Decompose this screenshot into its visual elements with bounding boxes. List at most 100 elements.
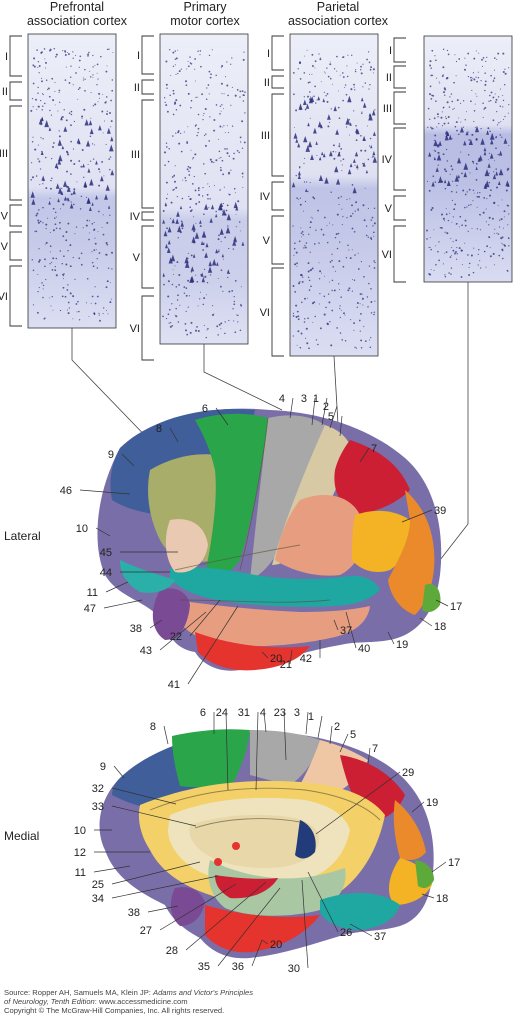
parietal-histology-panel	[289, 33, 379, 357]
neuron-soma	[233, 201, 238, 209]
neuron-dot	[206, 193, 209, 196]
neuron-dot	[37, 290, 39, 293]
neuron-soma	[329, 150, 333, 157]
neuron-dot	[333, 68, 336, 70]
neuron-dot	[374, 261, 376, 264]
neuron-dot	[73, 203, 75, 206]
neuron-soma	[483, 183, 488, 189]
neuron-dot	[243, 141, 246, 144]
neuron-dot	[226, 61, 228, 63]
neuron-dot	[475, 138, 478, 141]
neuron-dot	[62, 286, 65, 289]
neuron-dot	[332, 224, 334, 226]
neuron-dot	[464, 57, 466, 59]
medial-area-label: 5	[350, 729, 356, 741]
neuron-dot	[230, 63, 232, 65]
neuron-dot	[85, 224, 88, 227]
neuron-dot	[453, 208, 456, 211]
neuron-dot	[190, 321, 193, 324]
medial-leader	[217, 887, 281, 967]
neuron-dot	[494, 93, 496, 95]
medial-area-label: 19	[426, 797, 438, 809]
neuron-soma	[307, 122, 310, 127]
neuron-dot	[498, 122, 500, 124]
neuron-dot	[189, 206, 191, 208]
neuron-dot	[228, 155, 231, 157]
neuron-soma	[66, 186, 71, 192]
neuron-dot	[432, 94, 435, 97]
medial-area-label: 37	[374, 931, 386, 943]
neuron-dot	[48, 297, 50, 299]
neuron-dot	[182, 179, 184, 181]
neuron-dot	[85, 302, 88, 304]
layer-bracket	[141, 211, 154, 221]
neuron-soma	[334, 166, 339, 173]
neuron-dot	[244, 112, 246, 114]
neuron-dot	[224, 236, 227, 239]
layer-bracket	[393, 91, 406, 125]
neuron-dot	[293, 254, 295, 256]
neuron-soma	[433, 139, 438, 147]
neuron-dot	[486, 245, 489, 248]
neuron-dot	[165, 146, 168, 148]
neuron-dot	[472, 271, 475, 274]
neuron-dot	[101, 160, 104, 163]
medial-leader	[261, 939, 269, 945]
medial-area-label: 29	[402, 767, 414, 779]
credit-line-2: of Neurology, Tenth Edition: www.accessm…	[4, 997, 253, 1006]
lateral-leader	[79, 489, 131, 495]
neuron-dot	[66, 309, 68, 311]
neuron-dot	[223, 93, 225, 95]
neuron-dot	[367, 158, 370, 161]
neuron-dot	[81, 115, 84, 118]
neuron-dot	[295, 109, 298, 112]
neuron-dot	[461, 172, 463, 175]
lateral-leader	[149, 619, 163, 629]
neuron-dot	[167, 313, 170, 316]
neuron-dot	[63, 273, 65, 275]
neuron-dot	[44, 67, 47, 69]
parietal-title-line1: Parietal	[316, 0, 360, 14]
neuron-dot	[185, 329, 187, 332]
neuron-dot	[482, 102, 484, 105]
layer-bracket	[393, 127, 406, 191]
neuron-dot	[442, 153, 445, 156]
lateral-area-label: 17	[450, 601, 462, 613]
prefrontal-title: Prefrontal association cortex	[14, 0, 140, 28]
neuron-dot	[58, 91, 60, 93]
neuron-dot	[57, 110, 59, 112]
neuron-dot	[370, 301, 373, 303]
medial-area-19	[393, 800, 426, 860]
neuron-dot	[449, 212, 451, 214]
neuron-dot	[508, 104, 510, 106]
neuron-dot	[471, 133, 474, 136]
neuron-dot	[91, 251, 93, 253]
neuron-dot	[364, 340, 367, 342]
neuron-dot	[363, 275, 365, 278]
neuron-soma	[41, 175, 45, 181]
neuron-dot	[440, 226, 443, 229]
neuron-dot	[82, 79, 84, 81]
neuron-dot	[176, 261, 179, 264]
neuron-dot	[449, 173, 451, 175]
neuron-dot	[227, 225, 229, 227]
neuron-dot	[90, 302, 92, 304]
neuron-dot	[337, 232, 340, 235]
neuron-dot	[110, 298, 112, 300]
neuron-soma	[468, 138, 473, 145]
neuron-dot	[40, 99, 42, 102]
neuron-dot	[72, 318, 74, 320]
neuron-dot	[484, 89, 486, 92]
neuron-dot	[312, 217, 313, 219]
neuron-dot	[203, 163, 205, 165]
neuron-dot	[75, 72, 77, 74]
neuron-dot	[220, 328, 222, 330]
neuron-dot	[186, 168, 189, 171]
neuron-dot	[311, 302, 315, 305]
neuron-dot	[492, 119, 495, 122]
neuron-dot	[303, 247, 305, 249]
neuron-dot	[507, 237, 510, 240]
neuron-dot	[508, 144, 510, 147]
neuron-dot	[460, 151, 462, 153]
neuron-dot	[471, 160, 474, 163]
